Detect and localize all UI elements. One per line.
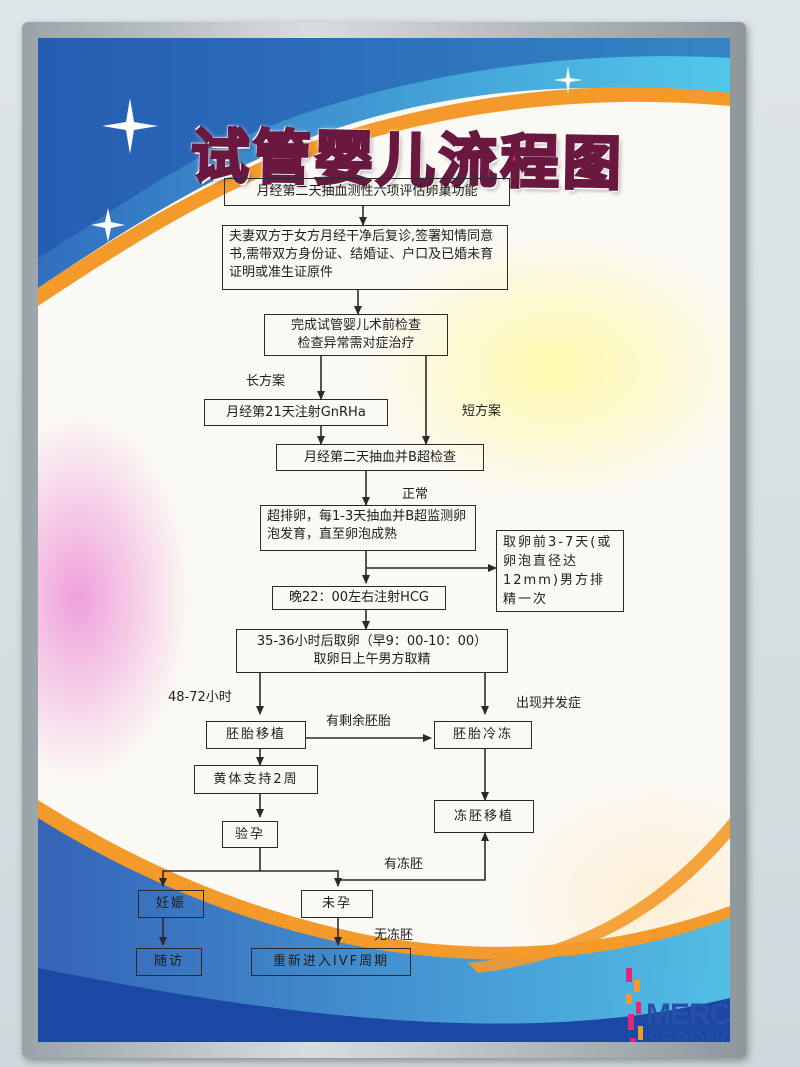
step-preop-exam-line1: 完成试管婴儿术前检查: [290, 318, 421, 333]
label-hours: 48-72小时: [168, 690, 232, 705]
step-luteal-support: 黄体支持2周: [194, 765, 318, 794]
poster-board: 试管婴儿流程图: [38, 38, 730, 1042]
step-embryo-freezing: 胚胎冷冻: [434, 721, 532, 749]
label-normal: 正常: [402, 487, 429, 502]
step-revisit-consent: 夫妻双方于女方月经干净后复诊,签署知情同意书,需带双方身份证、结婚证、户口及已婚…: [222, 225, 508, 290]
label-short-protocol: 短方案: [462, 404, 502, 419]
step-hormone-test: 月经第二天抽血测性六项评估卵巢功能: [224, 178, 510, 206]
step-restart-ivf: 重新进入IVF周期: [251, 948, 411, 976]
step-egg-retrieval-line1: 35-36小时后取卵（早9：00-10：00）: [256, 634, 488, 649]
step-sperm-discharge: 取卵前3-7天(或卵泡直径达12mm)男方排精一次: [496, 530, 624, 612]
step-preop-exam: 完成试管婴儿术前检查 检查异常需对症治疗: [264, 314, 448, 356]
step-preop-exam-line2: 检查异常需对症治疗: [297, 336, 415, 351]
step-embryo-transfer: 胚胎移植: [206, 721, 306, 749]
step-pregnancy-test: 验孕: [222, 821, 278, 848]
label-no-frozen: 无冻胚: [374, 928, 414, 943]
step-gnrha-injection: 月经第21天注射GnRHa: [204, 399, 388, 426]
label-remaining-embryo: 有剩余胚胎: [326, 714, 392, 729]
step-follow-up: 随访: [136, 948, 202, 976]
label-long-protocol: 长方案: [246, 374, 286, 389]
flow-connectors: [159, 206, 497, 946]
label-has-frozen: 有冻胚: [384, 857, 424, 872]
step-frozen-transfer: 冻胚移植: [434, 800, 534, 833]
step-not-pregnant: 未孕: [301, 890, 373, 918]
step-egg-retrieval: 35-36小时后取卵（早9：00-10：00） 取卵日上午男方取精: [236, 629, 508, 673]
step-egg-retrieval-line2: 取卵日上午男方取精: [313, 652, 431, 667]
step-bloodtest-ultrasound: 月经第二天抽血并B超检查: [276, 444, 484, 471]
step-pregnant: 妊娠: [138, 890, 204, 918]
step-ovarian-stimulation: 超排卵，每1-3天抽血并B超监测卵泡发育，直至卵泡成熟: [260, 505, 476, 551]
logo-sub: SERONO: [648, 1030, 730, 1042]
logo-brand: MERCK: [646, 998, 730, 1031]
label-complication: 出现并发症: [516, 696, 582, 711]
background-swirls: [38, 38, 730, 1042]
merck-logo-icon: [626, 968, 643, 1042]
step-hcg-injection: 晚22：00左右注射HCG: [272, 586, 446, 610]
